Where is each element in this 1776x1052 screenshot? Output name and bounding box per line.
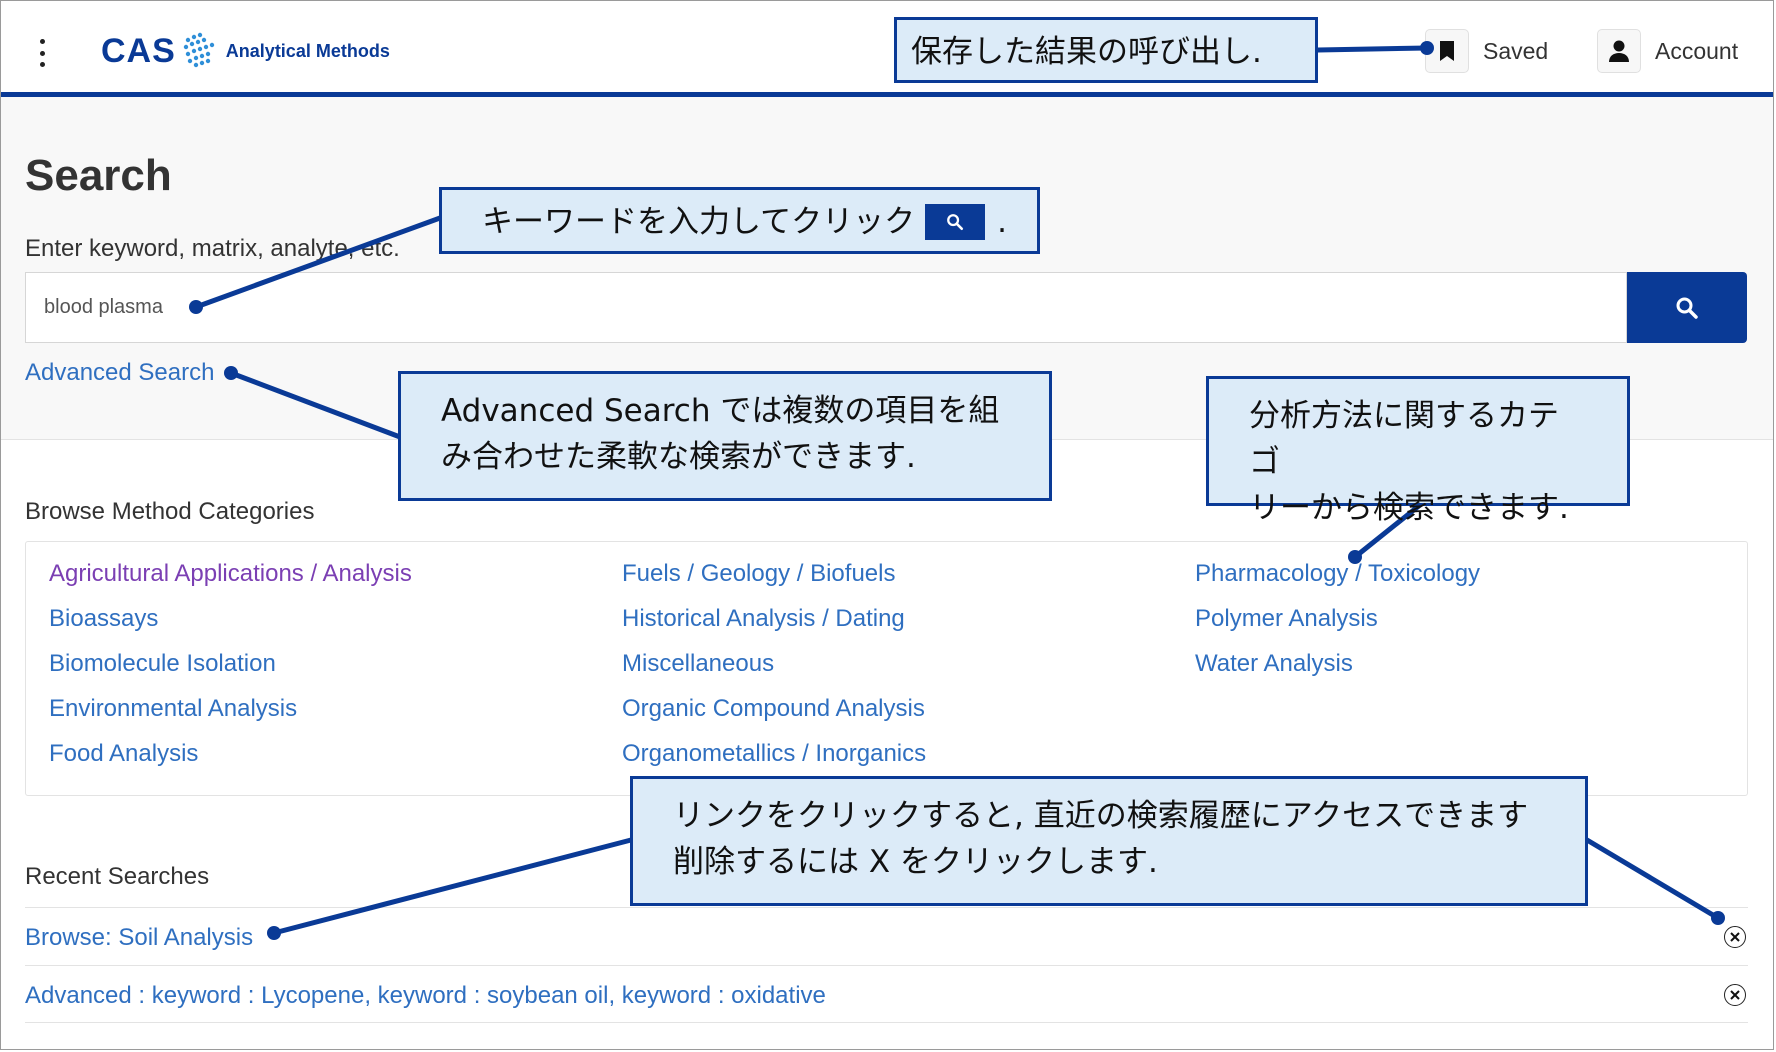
- category-link-pharmacology[interactable]: Pharmacology / Toxicology: [1195, 560, 1481, 587]
- callout-search-period: .: [997, 204, 1007, 240]
- search-input-value: blood plasma: [44, 296, 163, 318]
- recent-search-link[interactable]: Advanced : keyword : Lycopene, keyword :…: [25, 982, 826, 1009]
- category-link-organometallics[interactable]: Organometallics / Inorganics: [622, 740, 927, 767]
- category-link-organic[interactable]: Organic Compound Analysis: [622, 695, 925, 722]
- category-link-historical[interactable]: Historical Analysis / Dating: [622, 605, 905, 632]
- browse-heading: Browse Method Categories: [25, 498, 315, 525]
- remove-recent-button[interactable]: [1724, 984, 1746, 1006]
- close-icon: [1730, 990, 1740, 1000]
- category-link-agricultural[interactable]: Agricultural Applications / Analysis: [49, 560, 412, 587]
- category-list: Agricultural Applications / Analysis Bio…: [25, 541, 1748, 796]
- logo-subtitle: Analytical Methods: [225, 40, 390, 61]
- logo-mark-icon: [183, 32, 214, 68]
- remove-recent-button[interactable]: [1724, 926, 1746, 948]
- search-field-label: Enter keyword, matrix, analyte, etc.: [25, 235, 400, 262]
- saved-button[interactable]: Saved: [1425, 27, 1548, 75]
- callout-categories-text: 分析方法に関するカテゴ リーから検索できます.: [1249, 398, 1569, 526]
- recent-search-row: Browse: Soil Analysis: [25, 907, 1748, 965]
- menu-icon[interactable]: [37, 39, 47, 67]
- callout-saved-text: 保存した結果の呼び出し.: [911, 34, 1262, 70]
- saved-label: Saved: [1483, 37, 1549, 64]
- category-column-2: Fuels / Geology / Biofuels Historical An…: [622, 560, 926, 785]
- top-bar: CAS Analytical Methods Saved: [1, 1, 1773, 97]
- advanced-search-link[interactable]: Advanced Search: [25, 359, 215, 386]
- category-link-polymer[interactable]: Polymer Analysis: [1195, 605, 1378, 632]
- category-link-environmental[interactable]: Environmental Analysis: [49, 695, 298, 722]
- search-icon: [1676, 297, 1698, 319]
- category-link-food[interactable]: Food Analysis: [49, 740, 199, 767]
- category-link-fuels[interactable]: Fuels / Geology / Biofuels: [622, 560, 896, 587]
- callout-advanced-text: Advanced Search では複数の項目を組 み合わせた柔軟な検索ができま…: [441, 393, 1000, 475]
- search-button[interactable]: [1627, 272, 1747, 343]
- search-icon: [925, 204, 986, 240]
- recent-search-link[interactable]: Browse: Soil Analysis: [25, 924, 254, 951]
- category-link-miscellaneous[interactable]: Miscellaneous: [622, 650, 775, 677]
- callout-search: キーワードを入力してクリック .: [439, 187, 1040, 254]
- category-column-1: Agricultural Applications / Analysis Bio…: [49, 560, 412, 785]
- bookmark-icon: [1425, 29, 1469, 73]
- recent-search-row: Advanced : keyword : Lycopene, keyword :…: [25, 965, 1748, 1023]
- category-link-bioassays[interactable]: Bioassays: [49, 605, 159, 632]
- category-column-3: Pharmacology / Toxicology Polymer Analys…: [1195, 560, 1480, 695]
- logo-text: CAS: [101, 31, 176, 70]
- account-button[interactable]: Account: [1597, 27, 1738, 75]
- account-label: Account: [1655, 37, 1739, 64]
- cas-logo[interactable]: CAS Analytical Methods: [101, 31, 390, 71]
- category-link-biomolecule[interactable]: Biomolecule Isolation: [49, 650, 276, 677]
- search-input[interactable]: blood plasma: [25, 272, 1627, 343]
- category-link-water[interactable]: Water Analysis: [1195, 650, 1353, 677]
- close-icon: [1730, 932, 1740, 942]
- page-title: Search: [25, 151, 172, 200]
- callout-search-text: キーワードを入力してクリック: [482, 204, 916, 240]
- callout-recent-text: リンクをクリックすると, 直近の検索履歴にアクセスできます 削除するには X を…: [673, 798, 1529, 880]
- callout-categories: 分析方法に関するカテゴ リーから検索できます.: [1206, 376, 1630, 526]
- callout-recent: リンクをクリックすると, 直近の検索履歴にアクセスできます 削除するには X を…: [630, 776, 1588, 906]
- recent-searches-heading: Recent Searches: [25, 863, 210, 890]
- callout-advanced: Advanced Search では複数の項目を組 み合わせた柔軟な検索ができま…: [398, 371, 1052, 501]
- user-icon: [1597, 29, 1641, 73]
- callout-saved: 保存した結果の呼び出し.: [894, 17, 1318, 83]
